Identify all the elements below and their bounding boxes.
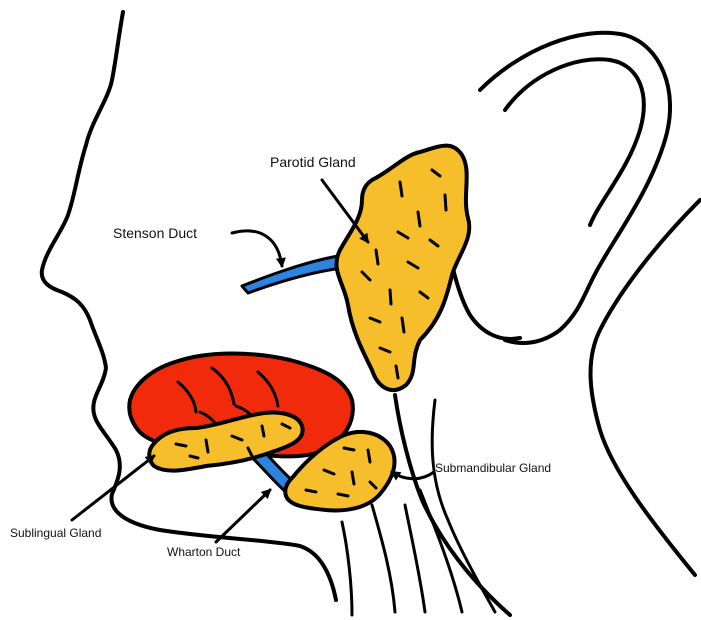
sublingual-pointer xyxy=(72,456,154,520)
neck-line-1 xyxy=(432,400,495,612)
stenson-duct xyxy=(242,256,342,293)
ear-inner-outline xyxy=(505,59,644,225)
neck-line-3 xyxy=(372,505,395,612)
parotid-gland-label: Parotid Gland xyxy=(270,155,356,169)
neck-line-5 xyxy=(420,490,462,612)
wharton-pointer xyxy=(216,490,270,542)
stenson-pointer xyxy=(232,231,282,266)
sublingual-gland-label: Sublingual Gland xyxy=(10,527,101,539)
stenson-duct-label: Stenson Duct xyxy=(113,226,197,240)
neck-line-2 xyxy=(342,522,352,615)
wharton-duct-label: Wharton Duct xyxy=(167,546,240,558)
parotid-gland xyxy=(336,146,469,390)
face-profile-outline xyxy=(42,12,336,600)
ear-outer-outline xyxy=(480,33,670,343)
submandibular-gland-label: Submandibular Gland xyxy=(435,462,551,474)
neck-line-4 xyxy=(405,505,425,612)
